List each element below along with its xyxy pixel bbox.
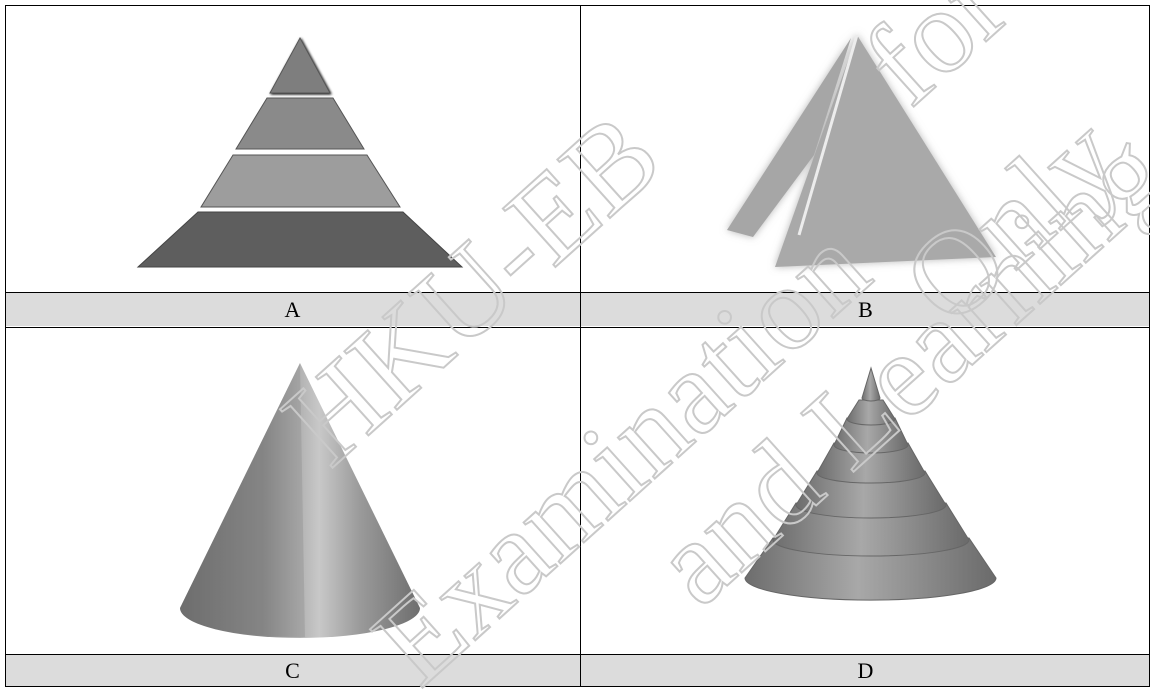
cone-figure <box>180 363 420 638</box>
table-divider <box>5 327 1150 328</box>
table-border-left <box>5 5 6 687</box>
table-border-bottom <box>5 686 1150 687</box>
option-c-figure-cell <box>5 328 580 654</box>
tier-stack <box>744 366 997 601</box>
table-divider <box>5 292 1150 293</box>
table-border-top <box>5 5 1150 6</box>
tetrahedron-figure <box>727 34 996 267</box>
option-b-figure-cell <box>581 5 1150 289</box>
table-divider <box>5 654 1150 655</box>
option-b-letter: B <box>858 296 873 322</box>
tetrahedron-front-face <box>775 35 996 267</box>
option-c-label: C <box>5 655 580 687</box>
pyramid-layer-1 <box>269 36 331 94</box>
option-a-figure-cell <box>5 5 580 289</box>
pyramid-layer-2 <box>235 97 365 150</box>
table-divider-vertical <box>580 5 581 687</box>
option-a-letter: A <box>284 296 301 322</box>
option-d-label: D <box>581 655 1150 687</box>
pyramid-figure <box>136 36 464 268</box>
pyramid-layer-4 <box>136 211 464 268</box>
option-d-figure-cell <box>581 328 1150 654</box>
tetrahedron-left-face <box>727 38 851 237</box>
pyramid-layer-3 <box>200 154 401 208</box>
option-d-letter: D <box>857 658 874 683</box>
option-b-label: B <box>581 293 1150 326</box>
options-table: A B <box>5 5 1150 687</box>
tiered-cone-figure <box>744 366 997 601</box>
option-a-label: A <box>5 293 580 326</box>
cone-body <box>180 363 420 638</box>
option-c-letter: C <box>285 658 300 683</box>
